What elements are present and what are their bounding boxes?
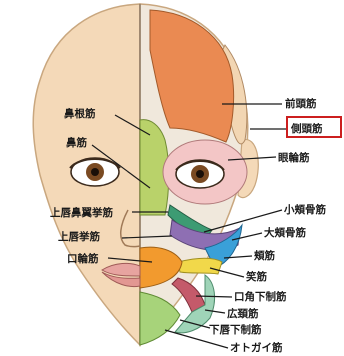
label-mentalis: オトガイ筋 [230, 341, 283, 354]
label-platysma: 広頚筋 [227, 307, 259, 320]
label-buccinator: 頬筋 [253, 249, 275, 262]
label-temporalis: 側頭筋 [290, 122, 323, 135]
label-nose: 鼻筋 [66, 136, 87, 149]
left-pupil [91, 168, 99, 176]
label-depressor-labii: 下唇下制筋 [209, 323, 262, 336]
label-upper-lip-lift: 上唇挙筋 [58, 230, 100, 243]
label-upper-lip-nose-wing: 上唇鼻翼挙筋 [50, 206, 113, 219]
label-orbicularis-oris: 口輪筋 [67, 252, 99, 265]
label-depressor-anguli-oris: 口角下制筋 [234, 290, 287, 303]
right-pupil [196, 170, 204, 178]
label-frontalis: 前頭筋 [285, 97, 317, 110]
label-orbicularis-oculi: 眼輪筋 [278, 151, 310, 164]
label-risorius: 笑筋 [246, 270, 267, 283]
label-zygomatic-minor: 小頬骨筋 [283, 203, 326, 216]
label-zygomatic-major: 大頬骨筋 [264, 226, 306, 239]
label-nose-root: 鼻根筋 [64, 107, 96, 120]
risorius-muscle [178, 258, 222, 274]
